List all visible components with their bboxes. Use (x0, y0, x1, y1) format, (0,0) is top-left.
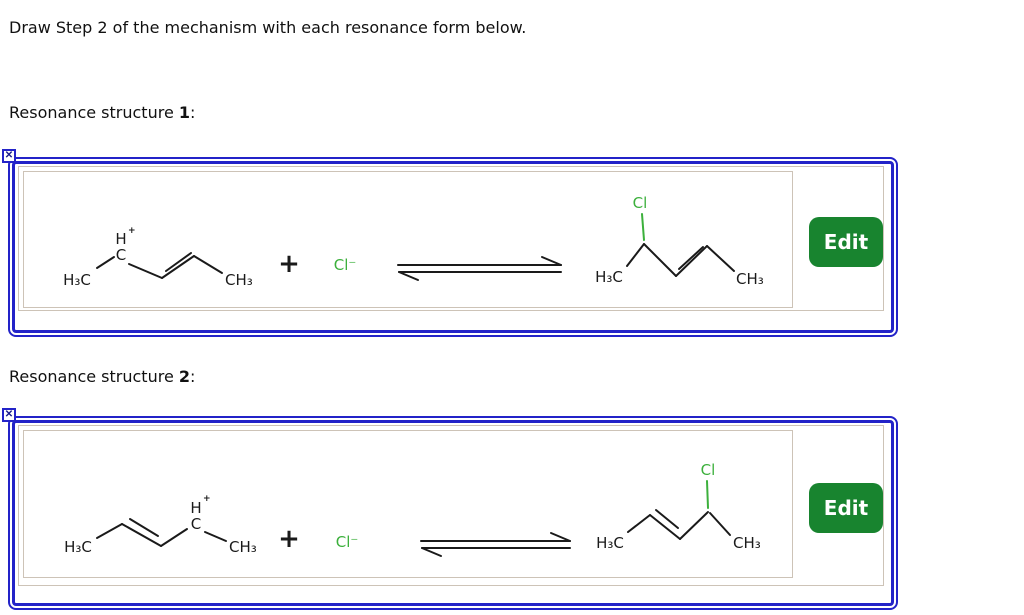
bond (160, 528, 188, 547)
close-button[interactable]: ✕ (2, 149, 16, 163)
answer-frame-2: H₃C C H + CH₃ + Cl⁻ (18, 425, 884, 586)
arrow-barb (550, 532, 571, 542)
heading-text: Resonance structure (9, 367, 179, 386)
plus-sign: + (278, 249, 300, 279)
structure-canvas-2: H₃C C H + CH₃ + Cl⁻ (23, 430, 793, 578)
arrow-barb (398, 271, 419, 281)
methyl-label: H₃C (595, 268, 623, 286)
double-bond-line (121, 523, 162, 547)
double-bond-line (675, 245, 708, 277)
cation-hydrogen-label: H (190, 499, 201, 517)
reactant-cation: H₃C C H + CH₃ (64, 494, 257, 556)
bond (626, 243, 645, 267)
edit-button[interactable]: Edit (809, 217, 883, 267)
heading-number: 1 (178, 103, 191, 122)
page-title: Draw Step 2 of the mechanism with each r… (9, 18, 527, 37)
bond (679, 511, 709, 540)
carbon-chlorine-bond (641, 213, 645, 241)
bond (96, 523, 123, 539)
bond (643, 243, 677, 277)
methyl-label: CH₃ (733, 534, 761, 552)
cation-hydrogen-label: H (115, 230, 126, 248)
reaction-drawing-1: H₃C C H + CH₃ + Cl⁻ (63, 194, 764, 289)
answer-box-1: H₃C C H + CH₃ + Cl⁻ (8, 157, 898, 337)
edit-button[interactable]: Edit (809, 483, 883, 533)
chlorine-label: Cl (633, 194, 648, 212)
answer-box-2: H₃C C H + CH₃ + Cl⁻ (8, 416, 898, 610)
double-bond-line (129, 518, 159, 537)
arrow-barb (541, 256, 562, 266)
heading-colon: : (190, 367, 196, 386)
double-bond-line (655, 509, 679, 529)
methyl-label: CH₃ (229, 538, 257, 556)
cation-carbon-label: C (116, 246, 126, 264)
bond (627, 514, 651, 533)
double-bond-line (649, 514, 681, 540)
plus-charge-label: + (203, 494, 211, 504)
equilibrium-arrow (420, 532, 571, 557)
chlorine-label: Cl (701, 461, 716, 479)
structure-canvas-1: H₃C C H + CH₃ + Cl⁻ (23, 171, 793, 308)
arrow-barb (421, 547, 442, 557)
resonance-structure-1-heading: Resonance structure 1: (9, 103, 195, 122)
chloride-ion-label: Cl⁻ (334, 256, 357, 274)
methyl-label: H₃C (596, 534, 624, 552)
resonance-structure-2-heading: Resonance structure 2: (9, 367, 195, 386)
plus-charge-label: + (128, 226, 136, 236)
heading-number: 2 (178, 367, 191, 386)
bond (204, 531, 227, 542)
close-button[interactable]: ✕ (2, 408, 16, 422)
chloride-ion-label: Cl⁻ (336, 533, 359, 551)
bond (709, 512, 731, 536)
double-bond-line (165, 252, 192, 272)
carbon-chlorine-bond (706, 480, 709, 509)
reactant-cation: H₃C C H + CH₃ (63, 226, 253, 289)
bond (128, 263, 163, 279)
heading-colon: : (190, 103, 196, 122)
double-bond-line (161, 255, 195, 279)
bond (193, 255, 223, 274)
methyl-label: H₃C (64, 538, 92, 556)
bond (96, 256, 115, 269)
cation-carbon-label: C (191, 515, 201, 533)
plus-sign: + (278, 524, 300, 554)
reaction-drawing-2: H₃C C H + CH₃ + Cl⁻ (64, 461, 761, 557)
product-molecule: Cl H₃C CH₃ (595, 194, 764, 288)
answer-frame-1: H₃C C H + CH₃ + Cl⁻ (18, 166, 884, 311)
heading-text: Resonance structure (9, 103, 179, 122)
bond (706, 245, 735, 272)
double-bond-line (678, 246, 704, 270)
product-molecule: Cl H₃C CH₃ (596, 461, 761, 552)
methyl-label: H₃C (63, 271, 91, 289)
methyl-label: CH₃ (225, 271, 253, 289)
close-icon: ✕ (4, 409, 14, 420)
methyl-label: CH₃ (736, 270, 764, 288)
equilibrium-arrow (397, 256, 562, 281)
close-icon: ✕ (4, 150, 14, 161)
